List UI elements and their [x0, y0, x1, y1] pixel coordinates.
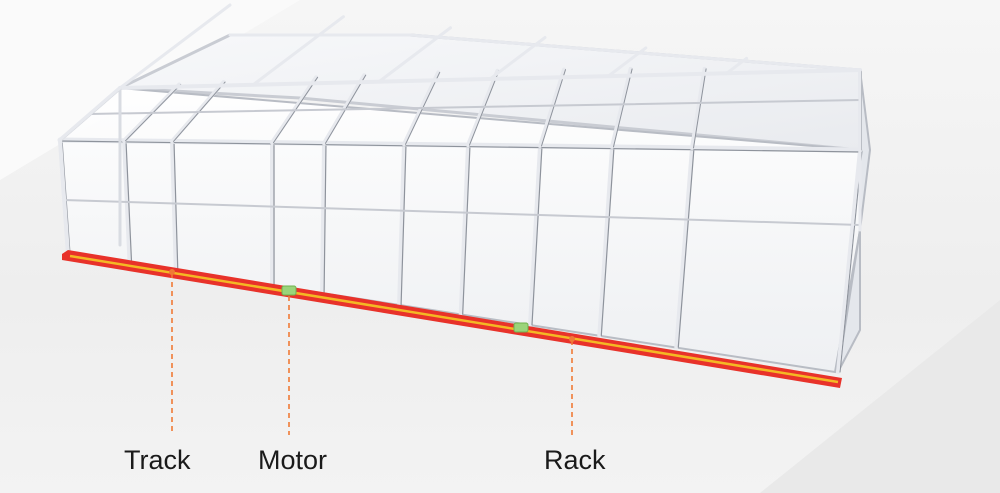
frame-post: [597, 144, 614, 338]
frame-top-rail: [57, 137, 863, 153]
roof-rafter-edge: [613, 68, 633, 148]
frame-mid-rail: [63, 199, 861, 226]
frame-post-edge: [173, 140, 179, 272]
motor-block-icon: [281, 285, 297, 296]
roof-back-rafter: [251, 15, 345, 87]
roof-rafter-edge: [693, 68, 707, 149]
frame-post-edge: [677, 147, 695, 348]
frame-post: [170, 139, 178, 273]
roof-rafter-edge: [541, 69, 566, 147]
frame-post: [458, 143, 470, 317]
frame-post: [397, 142, 406, 307]
track-marker: [169, 269, 175, 275]
motor-block-icon: [513, 322, 529, 333]
frame-post: [528, 144, 542, 327]
frame-post-edge: [400, 143, 407, 306]
roof-back-edge: [408, 33, 862, 72]
rack-marker: [569, 336, 575, 342]
roof-rafter: [690, 66, 707, 150]
end-rafter: [58, 86, 122, 142]
frame-top-rail-edge: [59, 140, 861, 153]
motor-label: Motor: [258, 445, 328, 475]
roof-rafter: [466, 68, 500, 148]
roof-rafter-edge: [469, 70, 500, 146]
track-label: Track: [124, 445, 191, 475]
frame-post-edge: [462, 144, 471, 315]
frame-post-edge: [323, 142, 327, 294]
frame-post-edge: [839, 149, 863, 373]
roof-rafter: [610, 66, 633, 149]
roof-purlin: [89, 99, 861, 115]
frame-post-edge: [600, 146, 615, 337]
rack-strip: [69, 254, 839, 384]
rack-label: Rack: [544, 445, 606, 475]
background-facet: [760, 300, 1000, 493]
end-post: [836, 148, 862, 374]
end-post: [58, 138, 70, 256]
frame-post: [674, 145, 694, 350]
aluminium-frame: [57, 3, 863, 374]
roof-back-rafter: [118, 3, 232, 90]
roof-rafter: [538, 67, 566, 148]
frame-post-edge: [531, 145, 543, 326]
frame-post: [320, 141, 326, 295]
